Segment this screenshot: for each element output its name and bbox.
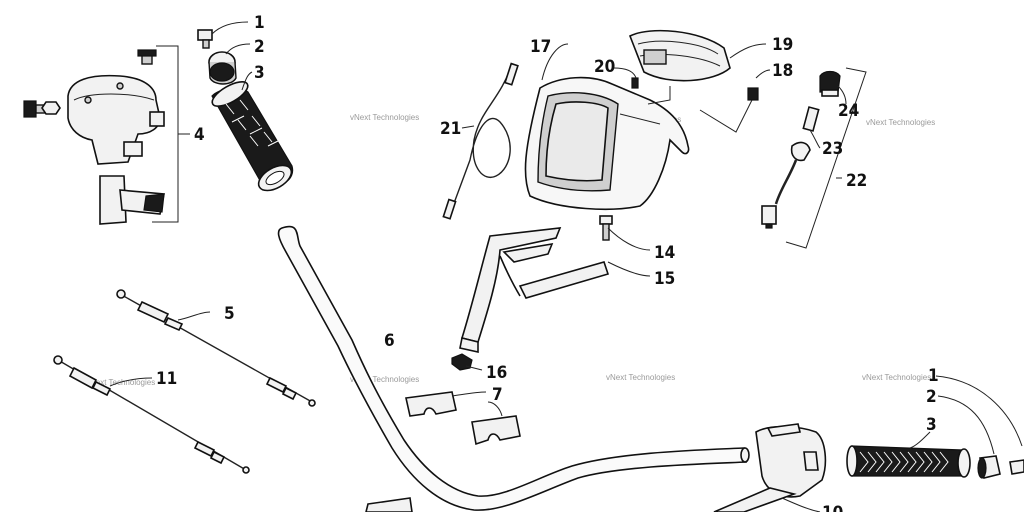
callout-20: 20: [594, 57, 615, 77]
callout-5: 5: [224, 304, 235, 324]
throttle-housing-assembly: [23, 45, 190, 225]
wire-connector: [761, 205, 777, 229]
locknut: [451, 353, 483, 371]
callout-2: 2: [254, 37, 265, 57]
pod-screw: [613, 67, 639, 89]
leader: [647, 86, 671, 105]
housing-screw: [137, 49, 157, 65]
callout-23: 23: [822, 139, 843, 159]
callout-14: 14: [654, 243, 675, 263]
bolt-and-nut: [23, 100, 61, 118]
speedometer-cable: [442, 62, 519, 220]
grip-end-weight-right: [977, 455, 1001, 479]
instrument-pod: [524, 43, 690, 210]
callout-15: 15: [654, 269, 675, 289]
watermark: vNext Technologies: [350, 375, 419, 384]
callout-10: 10: [822, 503, 843, 512]
brake-cable: [53, 355, 250, 474]
bracket-bolt: [599, 215, 613, 241]
callout-21: 21: [440, 119, 461, 139]
switch-body: [790, 106, 820, 162]
throttle-lever: [99, 175, 165, 225]
callout-24: 24: [838, 101, 859, 121]
callout-4: 4: [194, 125, 205, 145]
watermark: vNext Technologies: [866, 118, 935, 127]
switch-harness-assembly: [761, 67, 867, 249]
callout-17: 17: [530, 37, 551, 57]
callout-19: 19: [772, 35, 793, 55]
callout-18: 18: [772, 61, 793, 81]
callout-1: 1: [254, 13, 265, 33]
watermark: vNext Technologies: [606, 373, 675, 382]
leader: [699, 99, 753, 133]
callout-7: 7: [492, 385, 503, 405]
callout-16: 16: [486, 363, 507, 383]
leader: [909, 431, 931, 449]
speedometer-gauge: [628, 29, 767, 82]
lower-clamp-partial: [365, 497, 413, 512]
end-cap-screw-right: [1009, 459, 1024, 475]
watermark: vNext Technologies: [350, 113, 419, 122]
watermark: vNext Technologies: [862, 373, 931, 382]
callout-22: 22: [846, 171, 867, 191]
throttle-cable: [116, 289, 316, 407]
speedometer-bracket-screw: [747, 69, 771, 101]
callout-11: 11: [156, 369, 177, 389]
pod-mounting-bracket: [459, 215, 651, 353]
callout-3-right: 3: [926, 415, 937, 435]
callout-labels: 1 2 3 4 5 6 7 11 14 15 16 17 18 19 20 21…: [156, 13, 939, 512]
handlebar-grip: [211, 81, 294, 192]
handlebar: [277, 225, 750, 511]
brake-lever-housing: [713, 423, 827, 512]
leader: [937, 395, 995, 455]
switch-knob: [819, 70, 841, 97]
left-grip-assembly: [197, 21, 294, 192]
handlebar-clamp-upper: [405, 391, 487, 417]
end-cap-screw: [197, 29, 213, 49]
handlebar-clamp-lower: [471, 401, 521, 446]
callout-6: 6: [384, 331, 395, 351]
callout-1-right: 1: [928, 366, 939, 386]
grip-end-weight: [208, 51, 237, 85]
callout-3: 3: [254, 63, 265, 83]
callout-2-right: 2: [926, 387, 937, 407]
leader: [935, 375, 1023, 447]
right-handlebar-grip: [846, 445, 971, 478]
leader: [781, 497, 821, 512]
